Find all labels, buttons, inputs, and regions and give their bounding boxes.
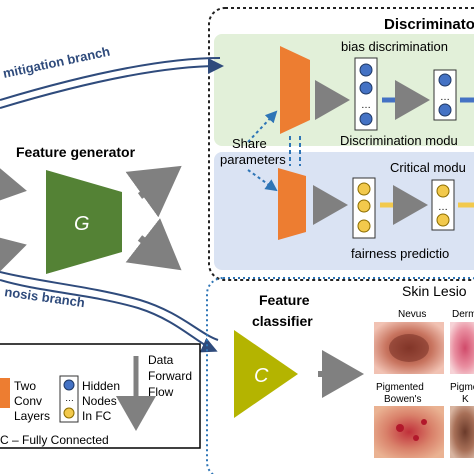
legend-node-blue xyxy=(63,379,75,391)
diagnosis-branch-line-bottom xyxy=(0,279,218,353)
lesion-image-derm xyxy=(450,322,474,374)
lesion-image-pigme xyxy=(450,406,474,458)
discrimination-module-label: Discrimination modu xyxy=(340,133,458,148)
diagnosis-branch-label: nosis branch xyxy=(4,284,86,310)
legend-conv-line1: Two xyxy=(14,379,36,393)
lesion-label-pigme: Pigme xyxy=(450,382,474,393)
hidden-node xyxy=(436,213,450,227)
lesion-spot xyxy=(413,435,419,441)
legend-conv-swatch xyxy=(0,378,10,408)
conv-layer-top xyxy=(280,46,310,134)
node-ellipsis: … xyxy=(361,100,371,111)
legend-flow-line1: Data xyxy=(148,353,174,367)
hidden-node xyxy=(359,81,373,95)
lesion-image-bowens xyxy=(374,406,444,458)
lesion-label-k: K xyxy=(462,394,469,405)
bias-discrimination-label: bias discrimination xyxy=(341,39,448,54)
node-ellipsis: … xyxy=(438,202,448,213)
hidden-node xyxy=(438,103,452,117)
discriminator-frame xyxy=(208,7,474,281)
hidden-node xyxy=(357,199,371,213)
node-ellipsis: … xyxy=(440,92,450,103)
discriminator-title: Discriminato xyxy=(384,16,474,33)
hidden-node xyxy=(359,112,373,126)
input-arrow-bottom xyxy=(0,234,27,274)
lesion-label-derm: Derm xyxy=(452,309,474,320)
feature-generator-title: Feature generator xyxy=(16,144,136,160)
lesion-label-bowens-2: Bowen's xyxy=(384,394,422,405)
generator-symbol: G xyxy=(74,213,90,235)
input-arrow-top xyxy=(0,164,27,205)
conv-layer-bottom xyxy=(278,168,306,240)
legend-nodes-line3: In FC xyxy=(82,409,112,423)
generator-to-discriminator-arrow xyxy=(125,165,182,218)
lesion-spot xyxy=(389,334,429,362)
legend-nodes-line1: Hidden xyxy=(82,379,120,393)
node-ellipsis: … xyxy=(65,393,74,403)
lesion-spot xyxy=(396,424,404,432)
share-arrow-up xyxy=(247,110,278,143)
share-label-line2: parameters xyxy=(220,152,286,167)
legend-flow-line3: Flow xyxy=(148,385,174,399)
hidden-node xyxy=(436,184,450,198)
lesion-label-nevus: Nevus xyxy=(398,309,426,320)
classifier-symbol: C xyxy=(254,365,269,387)
critical-module-label: Critical modu xyxy=(390,160,466,175)
hidden-node xyxy=(359,63,373,77)
lesion-spot xyxy=(421,419,427,425)
mitigation-branch-line-bottom xyxy=(0,58,224,109)
mitigation-branch-line-top xyxy=(0,57,221,101)
diagnosis-branch-line-top xyxy=(0,271,219,341)
lesion-label-bowens-1: Pigmented xyxy=(376,382,424,393)
hidden-node xyxy=(438,73,452,87)
generator-to-classifier-arrow xyxy=(125,218,182,271)
legend-box xyxy=(0,343,201,449)
legend-conv-line3: Layers xyxy=(14,409,50,423)
legend-flow-line2: Forward xyxy=(148,369,192,383)
legend-nodes-line2: Nodes xyxy=(82,394,117,408)
legend-node-yellow xyxy=(63,407,75,419)
feature-classifier-title-line1: Feature xyxy=(259,292,310,308)
feature-generator-shape xyxy=(46,170,122,274)
feature-classifier-shape xyxy=(234,330,298,418)
legend-footnote: C – Fully Connected xyxy=(0,433,109,447)
fairness-prediction-label: fairness predictio xyxy=(351,246,449,261)
feature-classifier-title-line2: classifier xyxy=(252,313,313,329)
legend-conv-line2: Conv xyxy=(14,394,42,408)
share-label-line1: Share xyxy=(232,136,267,151)
hidden-node xyxy=(357,219,371,233)
hidden-node xyxy=(357,182,371,196)
skin-lesion-title: Skin Lesio xyxy=(402,283,467,299)
